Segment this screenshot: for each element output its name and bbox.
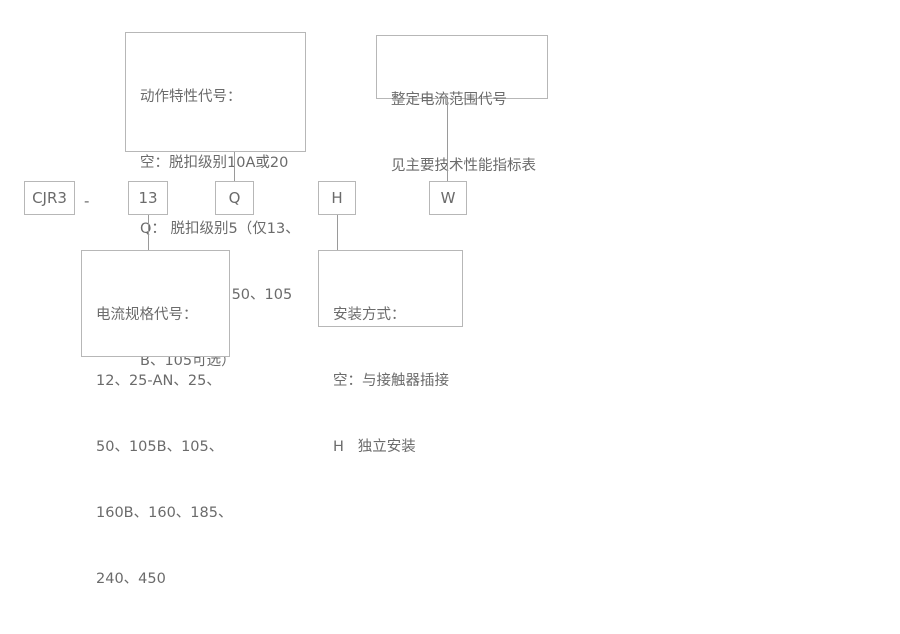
note-action-characteristic-line-5: B、105可选）	[140, 353, 236, 369]
code-box-mounting-method: H	[318, 181, 356, 215]
note-action-characteristic: 动作特性代号： 空：脱扣级别10A或20 Q： 脱扣级别5（仅13、 25-AN…	[125, 32, 306, 369]
connector-current-rating	[148, 215, 149, 250]
note-action-characteristic-line-1: 动作特性代号：	[140, 89, 242, 105]
note-current-rating: 电流规格代号： 12、25-AN、25、 50、105B、105、 160B、1…	[81, 250, 232, 587]
note-current-rating-line-2: 12、25-AN、25、	[96, 373, 221, 389]
note-mounting-method-line-3: H 独立安装	[333, 439, 416, 455]
code-box-current-range: W	[429, 181, 467, 215]
note-current-rating-line-5: 240、450	[96, 571, 166, 587]
note-mounting-method-line-2: 空：与接触器插接	[333, 373, 449, 389]
note-action-characteristic-line-2: 空：脱扣级别10A或20	[140, 155, 289, 171]
model-code-breakdown-diagram: 动作特性代号： 空：脱扣级别10A或20 Q： 脱扣级别5（仅13、 25-AN…	[24, 32, 548, 587]
note-current-rating-line-4: 160B、160、185、	[96, 505, 233, 521]
code-box-mounting-method-label: H	[331, 188, 343, 207]
code-box-current-rating: 13	[128, 181, 168, 215]
connector-mounting-method	[337, 215, 338, 250]
code-box-series-label: CJR3	[32, 188, 67, 207]
code-box-current-rating-label: 13	[138, 188, 158, 207]
note-current-range-line-1: 整定电流范围代号	[391, 92, 507, 108]
note-action-characteristic-line-3: Q： 脱扣级别5（仅13、	[140, 221, 300, 237]
note-mounting-method: 安装方式： 空：与接触器插接 H 独立安装	[318, 250, 463, 455]
code-separator-dash: -	[84, 192, 90, 210]
code-box-action-characteristic: Q	[215, 181, 254, 215]
note-current-rating-line-1: 电流规格代号：	[96, 307, 198, 323]
note-current-range: 整定电流范围代号 见主要技术性能指标表	[376, 35, 548, 174]
note-current-range-line-2: 见主要技术性能指标表	[391, 158, 536, 174]
note-mounting-method-line-1: 安装方式：	[333, 307, 406, 323]
code-box-action-characteristic-label: Q	[228, 188, 241, 207]
connector-action-characteristic	[234, 152, 235, 182]
code-box-series: CJR3	[24, 181, 75, 215]
connector-current-range	[447, 99, 448, 182]
note-current-rating-line-3: 50、105B、105、	[96, 439, 224, 455]
code-box-current-range-label: W	[440, 188, 456, 207]
